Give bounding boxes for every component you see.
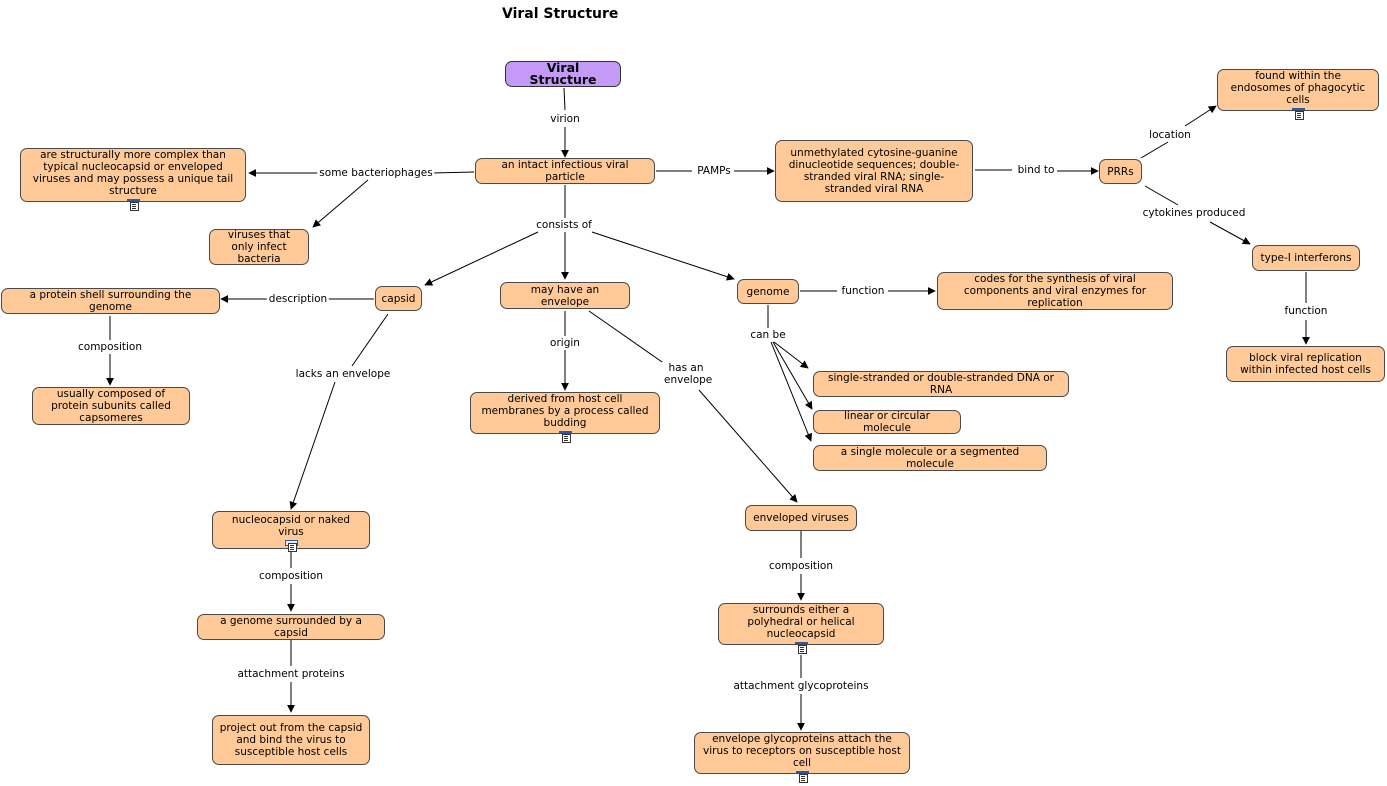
node-genome[interactable]: genome <box>737 279 799 304</box>
node-protein-shell-label: a protein shell surrounding the genome <box>29 289 192 313</box>
node-root[interactable]: Viral Structure <box>505 61 621 87</box>
link-label-has-envelope: has an envelope <box>662 362 713 386</box>
node-ss-ds[interactable]: single-stranded or double-stranded DNA o… <box>813 371 1069 397</box>
node-single-segmented[interactable]: a single molecule or a segmented molecul… <box>813 445 1047 471</box>
node-capsid-label: capsid <box>381 292 416 305</box>
node-surrounds[interactable]: surrounds either a polyhedral or helical… <box>718 603 884 654</box>
node-envelope-label: may have an envelope <box>530 283 600 308</box>
node-bacteriophage-desc[interactable]: are structurally more complex than typic… <box>20 148 246 211</box>
link-label-function-ifn: function <box>1282 305 1330 317</box>
link-label-bind-to: bind to <box>1015 164 1057 176</box>
link-label-function-genome: function <box>839 285 887 297</box>
link-label-cytokines: cytokines produced <box>1140 207 1248 219</box>
document-icon[interactable] <box>558 431 572 443</box>
node-genome-label: genome <box>746 285 790 298</box>
document-icon[interactable] <box>1291 108 1305 120</box>
node-capsomeres-label: usually composed of protein subunits cal… <box>51 388 171 424</box>
node-budding[interactable]: derived from host cell membranes by a pr… <box>470 392 660 443</box>
node-glycoproteins[interactable]: envelope glycoproteins attach the virus … <box>694 732 910 783</box>
node-nucleocapsid-label: nucleocapsid or naked virus <box>231 514 351 538</box>
node-linear-circular-label: linear or circular molecule <box>844 410 930 434</box>
link-label-composition-capsid: composition <box>75 341 145 353</box>
node-bacteriophage-desc-label: are structurally more complex than typic… <box>32 149 234 197</box>
document-icon[interactable] <box>126 199 140 211</box>
document-icon[interactable] <box>795 771 809 783</box>
node-capsid[interactable]: capsid <box>375 286 422 311</box>
link-label-attachment-glyco: attachment glycoproteins <box>731 680 871 692</box>
link-label-consists-of: consists of <box>534 219 594 231</box>
node-budding-label: derived from host cell membranes by a pr… <box>481 393 649 429</box>
link-label-attachment-proteins: attachment proteins <box>235 668 347 680</box>
node-pamps-label: unmethylated cytosine-guanine dinucleoti… <box>788 147 960 195</box>
node-block-replication-label: block viral replication within infected … <box>1240 352 1371 376</box>
link-label-composition-env: composition <box>766 560 836 572</box>
link-label-can-be: can be <box>748 329 788 341</box>
node-root-label: Viral Structure <box>529 60 597 87</box>
node-genome-capsid[interactable]: a genome surrounded by a capsid <box>197 614 385 640</box>
link-label-pamps: PAMPs <box>695 165 733 177</box>
link-label-virion: virion <box>548 113 582 125</box>
link-label-location: location <box>1147 129 1193 141</box>
node-ss-ds-label: single-stranded or double-stranded DNA o… <box>828 372 1054 396</box>
node-endosomes[interactable]: found within the endosomes of phagocytic… <box>1217 69 1379 120</box>
document-icon[interactable] <box>794 642 808 654</box>
link-label-some-bacteriophages: some bacteriophages <box>317 167 435 179</box>
node-bacteria-viruses[interactable]: viruses that only infect bacteria <box>209 229 309 265</box>
node-codes-for[interactable]: codes for the synthesis of viral compone… <box>937 272 1173 310</box>
node-block-replication[interactable]: block viral replication within infected … <box>1226 346 1385 382</box>
document-icon[interactable] <box>284 540 298 552</box>
node-pamps[interactable]: unmethylated cytosine-guanine dinucleoti… <box>775 140 973 202</box>
node-nucleocapsid[interactable]: nucleocapsid or naked virus <box>212 511 370 552</box>
node-single-segmented-label: a single molecule or a segmented molecul… <box>840 446 1020 470</box>
node-virion[interactable]: an intact infectious viral particle <box>475 158 655 184</box>
node-virion-label: an intact infectious viral particle <box>501 159 629 183</box>
node-prrs-label: PRRs <box>1107 165 1134 178</box>
link-label-origin: origin <box>548 337 582 349</box>
node-codes-for-label: codes for the synthesis of viral compone… <box>963 273 1147 309</box>
node-project-out-label: project out from the capsid and bind the… <box>219 722 363 758</box>
node-envelope[interactable]: may have an envelope <box>500 282 630 309</box>
node-enveloped-label: enveloped viruses <box>753 512 849 524</box>
node-surrounds-label: surrounds either a polyhedral or helical… <box>747 604 855 640</box>
node-linear-circular[interactable]: linear or circular molecule <box>813 410 961 434</box>
node-interferons[interactable]: type-I interferons <box>1252 245 1360 271</box>
node-genome-capsid-label: a genome surrounded by a capsid <box>220 615 362 639</box>
node-endosomes-label: found within the endosomes of phagocytic… <box>1230 70 1366 106</box>
link-label-composition-nucleo: composition <box>256 570 326 582</box>
node-bacteria-viruses-label: viruses that only infect bacteria <box>227 229 291 265</box>
link-label-description: description <box>266 293 330 305</box>
node-glycoproteins-label: envelope glycoproteins attach the virus … <box>703 733 901 769</box>
node-prrs[interactable]: PRRs <box>1099 159 1142 184</box>
diagram-title: Viral Structure <box>502 6 619 22</box>
node-capsomeres[interactable]: usually composed of protein subunits cal… <box>32 387 190 425</box>
node-project-out[interactable]: project out from the capsid and bind the… <box>212 715 370 765</box>
node-protein-shell[interactable]: a protein shell surrounding the genome <box>1 288 220 314</box>
node-interferons-label: type-I interferons <box>1260 252 1352 264</box>
node-enveloped[interactable]: enveloped viruses <box>745 505 857 531</box>
link-label-lacks-envelope: lacks an envelope <box>293 368 393 380</box>
